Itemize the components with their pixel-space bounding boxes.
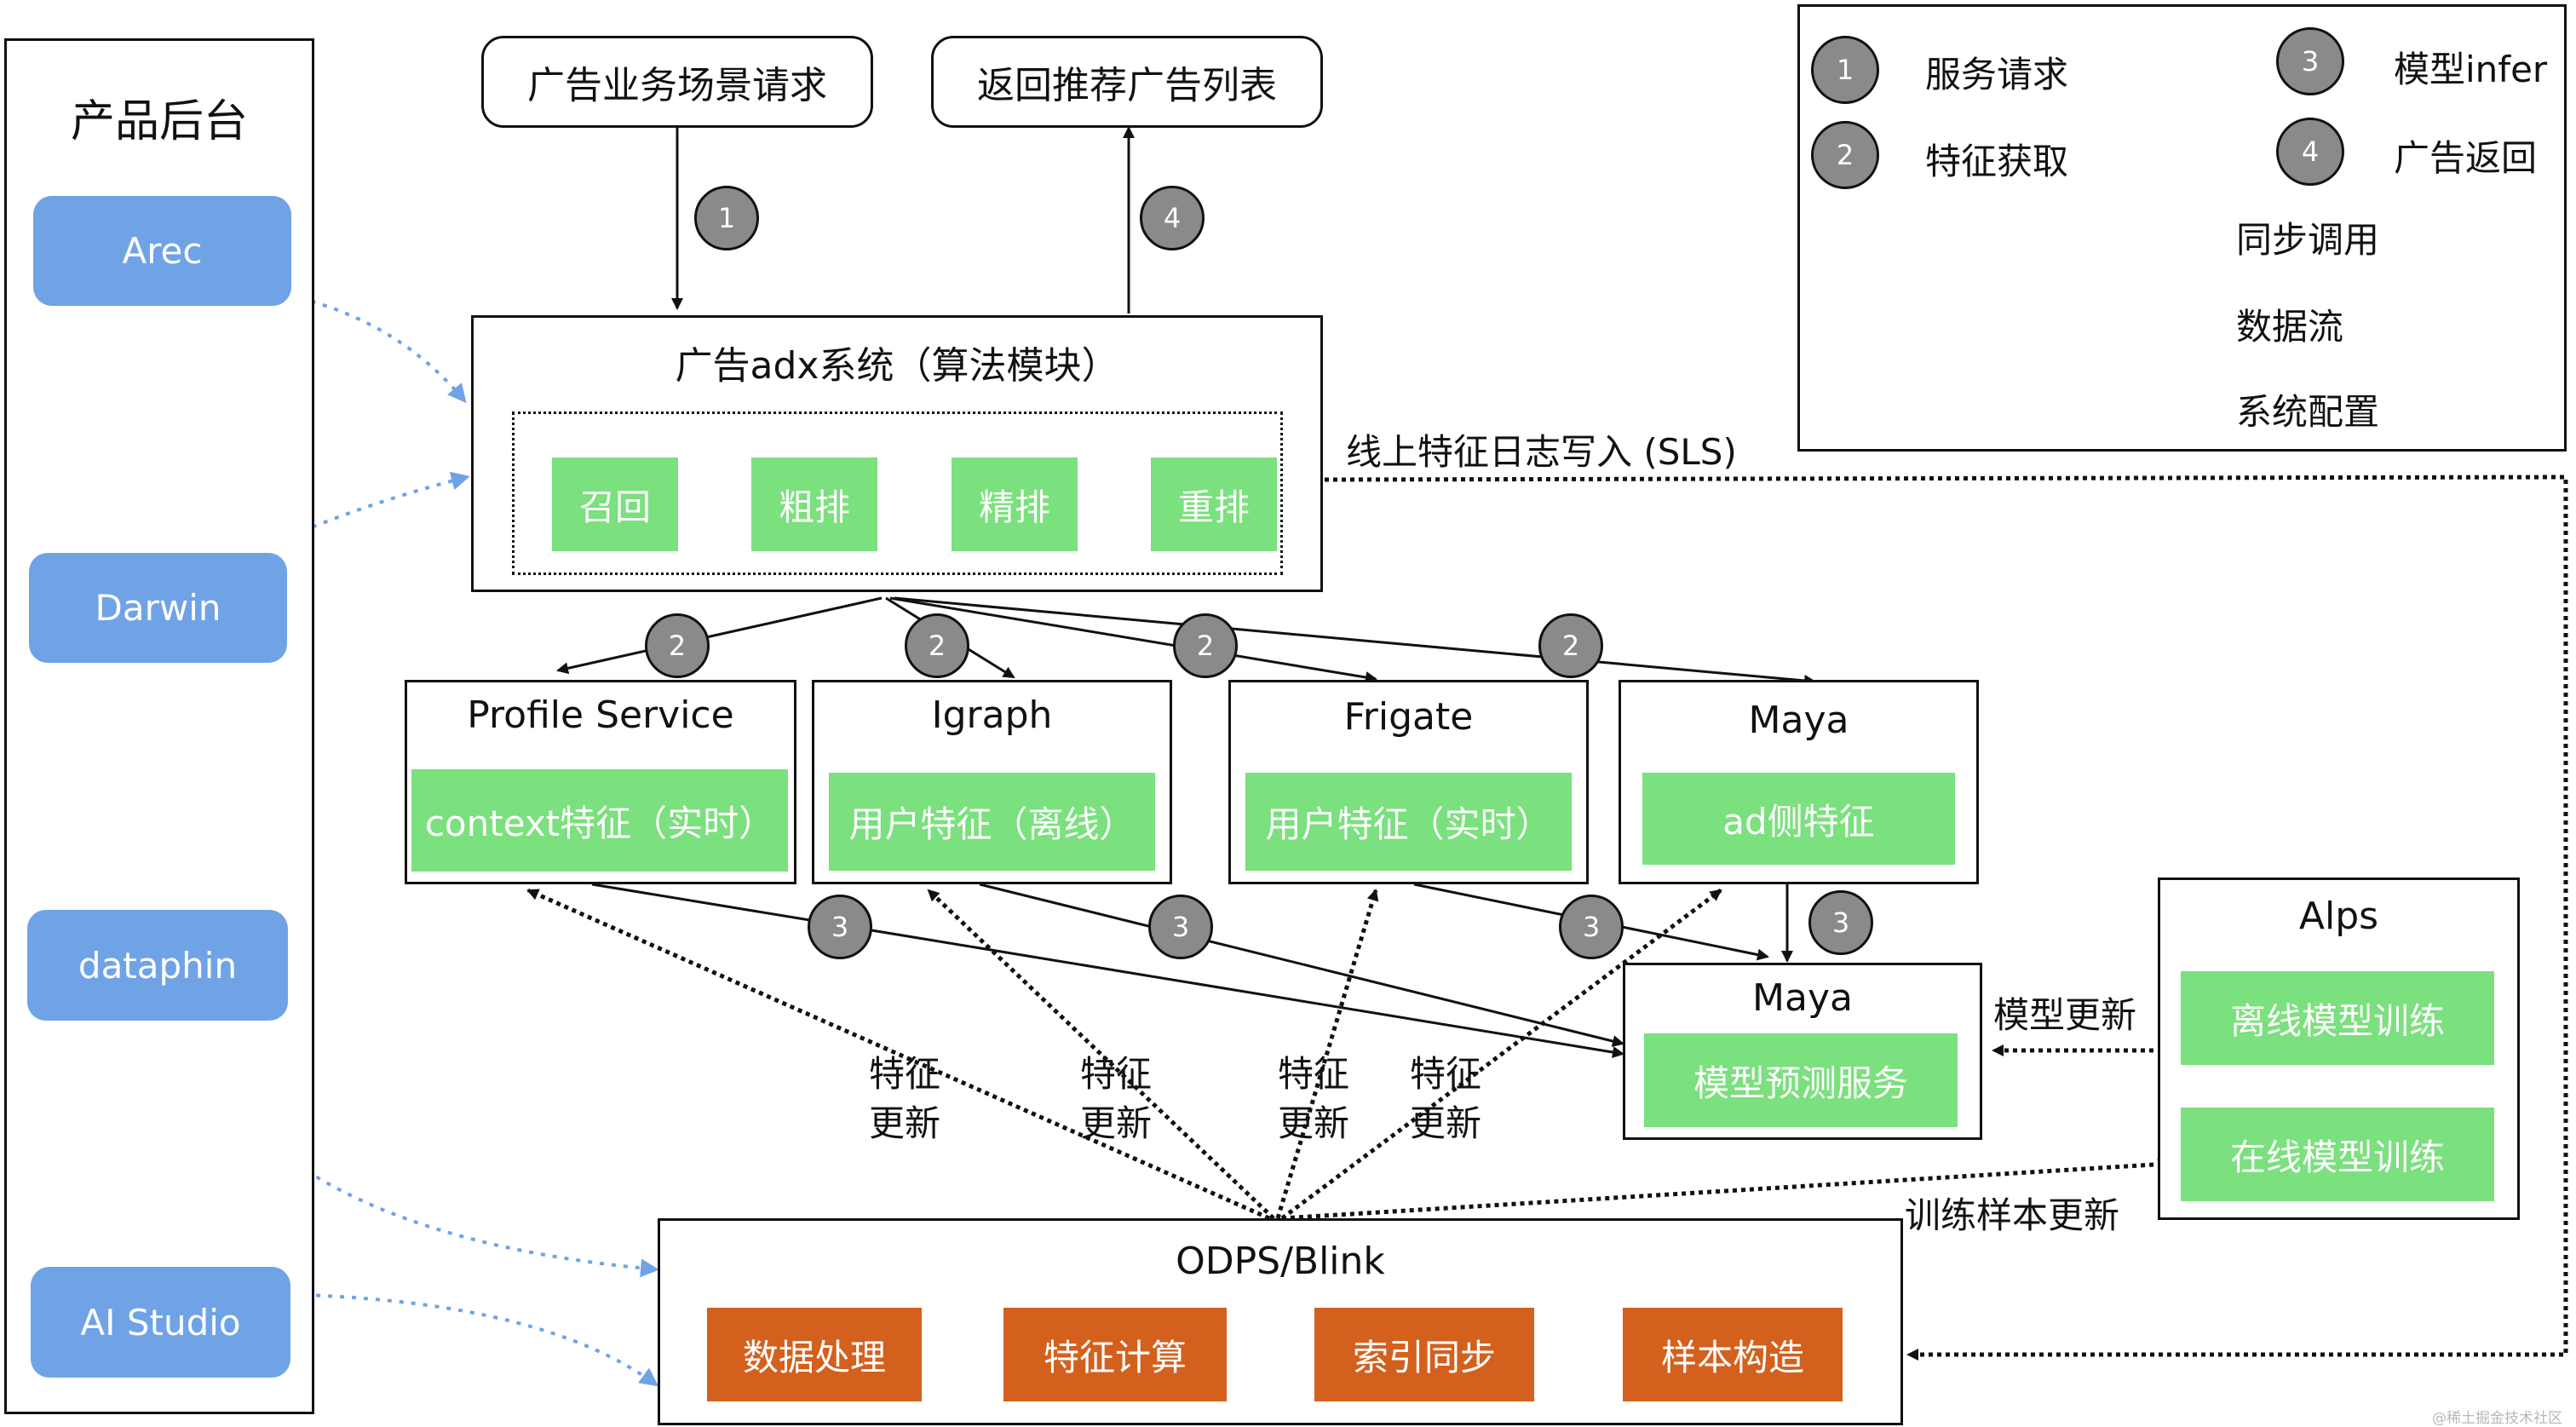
model-update-label: 模型更新 xyxy=(1993,994,2137,1036)
sls-log-label: 线上特征日志写入 (SLS) xyxy=(1346,431,1737,473)
legend-step-2-label: 特征获取 xyxy=(1925,141,2069,182)
stage-fine-rank: 精排 xyxy=(952,457,1078,551)
legend-step-2-badge: 2 xyxy=(1811,121,1879,189)
infer-arrow xyxy=(979,883,1624,1047)
fetch-arrow xyxy=(889,596,1377,683)
legend-step-1-label: 服务请求 xyxy=(1925,54,2069,95)
user-offline-feature-block: 用户特征（离线） xyxy=(829,773,1155,871)
dataphin-system-button[interactable]: dataphin xyxy=(27,910,288,1021)
sls-log-arrow xyxy=(1324,475,2568,1361)
training-sample-label: 训练样本更新 xyxy=(1905,1194,2120,1236)
product-backend-title: 产品后台 xyxy=(70,96,248,147)
step-2-badge: 2 xyxy=(645,613,710,678)
odps-blink-title: ODPS/Blink xyxy=(1176,1240,1385,1283)
legend-system-config-label: 系统配置 xyxy=(2236,391,2380,433)
legend-box xyxy=(1797,4,2567,452)
ad-request-node: 广告业务场景请求 xyxy=(481,36,873,128)
stage-rerank: 重排 xyxy=(1151,457,1277,551)
offline-training-block: 离线模型训练 xyxy=(2181,971,2494,1065)
step-2-badge: 2 xyxy=(905,613,969,678)
step-3-badge: 3 xyxy=(1148,895,1213,959)
step-3-badge: 3 xyxy=(1559,895,1624,959)
stage-coarse-rank: 粗排 xyxy=(751,457,877,551)
igraph-title: Igraph xyxy=(931,693,1053,737)
context-feature-block: context特征（实时） xyxy=(411,769,788,872)
infer-arrow xyxy=(591,883,1624,1058)
darwin-system-button[interactable]: Darwin xyxy=(29,553,287,663)
arec-system-button[interactable]: Arec xyxy=(33,196,291,306)
legend-sync-call-label: 同步调用 xyxy=(2236,219,2380,261)
maya-predict-title: Maya xyxy=(1752,976,1853,1020)
legend-data-flow-label: 数据流 xyxy=(2236,306,2344,348)
ad-response-node: 返回推荐广告列表 xyxy=(931,36,1323,128)
frigate-title: Frigate xyxy=(1343,695,1474,739)
legend-step-4-label: 广告返回 xyxy=(2394,137,2538,179)
feature-update-label: 特征 更新 xyxy=(1410,1053,1482,1144)
feature-update-label: 特征 更新 xyxy=(1278,1053,1350,1144)
feature-update-label: 特征 更新 xyxy=(1080,1053,1153,1144)
index-sync-block: 索引同步 xyxy=(1314,1308,1534,1401)
maya-feature-title: Maya xyxy=(1748,699,1849,742)
profile-service-title: Profile Service xyxy=(467,693,734,737)
legend-step-3-badge: 3 xyxy=(2276,27,2344,95)
step-2-badge: 2 xyxy=(1538,613,1603,678)
training-sample-arrow xyxy=(1281,1158,2170,1221)
step-1-badge: 1 xyxy=(694,186,759,250)
user-realtime-feature-block: 用户特征（实时） xyxy=(1245,773,1572,871)
model-predict-service-block: 模型预测服务 xyxy=(1644,1033,1958,1127)
online-training-block: 在线模型训练 xyxy=(2181,1108,2494,1201)
feature-compute-block: 特征计算 xyxy=(1003,1308,1227,1401)
stage-recall: 召回 xyxy=(552,457,678,551)
adx-system-title: 广告adx系统（算法模块） xyxy=(675,344,1119,388)
algorithm-pipeline-frame xyxy=(512,411,1283,575)
ad-side-feature-block: ad侧特征 xyxy=(1642,773,1955,865)
data-processing-block: 数据处理 xyxy=(707,1308,922,1401)
legend-step-4-badge: 4 xyxy=(2276,118,2344,186)
feature-update-label: 特征 更新 xyxy=(869,1053,941,1144)
feature-update-arrow xyxy=(1280,888,1722,1221)
feature-update-arrow xyxy=(1275,889,1379,1219)
fetch-arrow xyxy=(556,596,883,675)
step-3-badge: 3 xyxy=(808,895,872,959)
fetch-arrow xyxy=(894,596,1816,687)
feature-update-arrow xyxy=(526,888,1271,1221)
config-arrow-arec xyxy=(299,296,467,404)
step-2-badge: 2 xyxy=(1173,613,1238,678)
legend-step-1-badge: 1 xyxy=(1811,36,1879,104)
config-arrow-aistudio xyxy=(303,1293,659,1387)
feature-update-arrow xyxy=(927,889,1275,1220)
alps-title: Alps xyxy=(2298,895,2379,938)
watermark: @稀土掘金技术社区 xyxy=(2432,1410,2562,1427)
ai-studio-system-button[interactable]: AI Studio xyxy=(31,1267,290,1378)
sample-build-block: 样本构造 xyxy=(1623,1308,1843,1401)
step-4-badge: 4 xyxy=(1140,186,1205,250)
step-3-badge: 3 xyxy=(1808,890,1873,955)
legend-step-3-label: 模型infer xyxy=(2394,49,2548,90)
